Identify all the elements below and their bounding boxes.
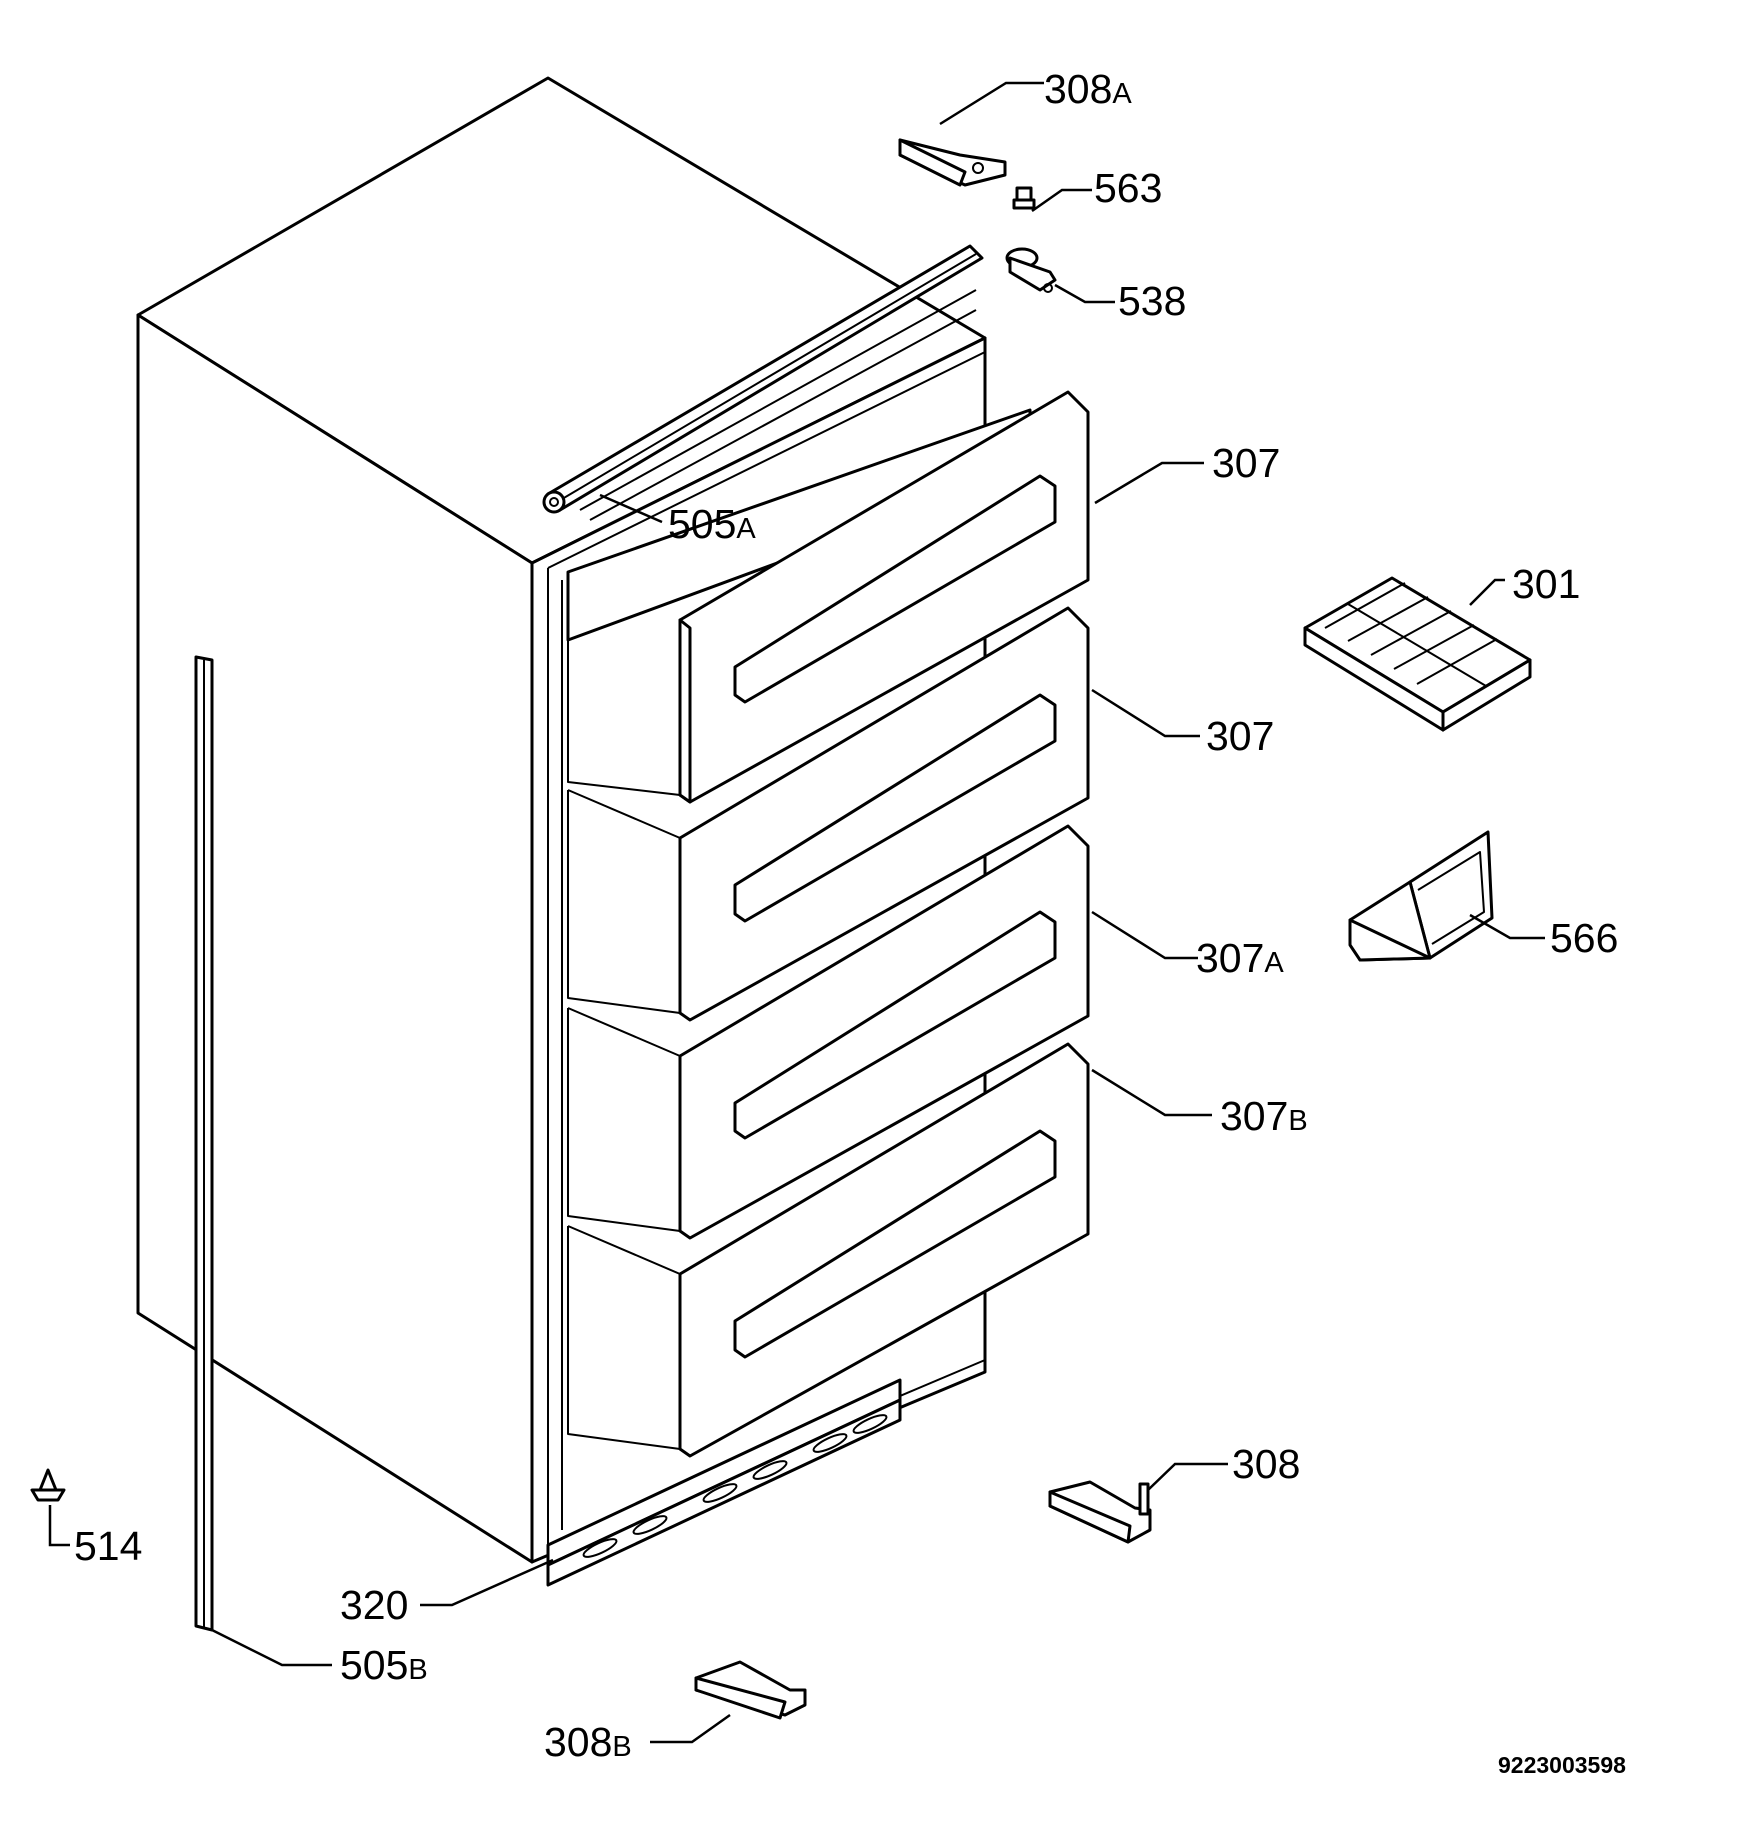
- label-563: 563: [1094, 165, 1162, 211]
- door-seal-side: [194, 655, 214, 1632]
- drawer-3: [567, 824, 1090, 1240]
- label-307b: 307B: [1220, 1093, 1308, 1139]
- label-566: 566: [1550, 915, 1618, 961]
- label-320: 320: [340, 1582, 408, 1628]
- label-307-top: 307: [1212, 440, 1280, 486]
- label-538: 538: [1118, 278, 1186, 324]
- kick-plate: [546, 1378, 902, 1587]
- ice-scoop: [1348, 830, 1494, 962]
- ice-cube-tray: [1303, 576, 1532, 732]
- label-505b: 505B: [340, 1642, 428, 1688]
- label-307-mid: 307: [1206, 713, 1274, 759]
- hinge-bottom: [1048, 1480, 1152, 1544]
- document-number: 9223003598: [1498, 1752, 1626, 1778]
- leader-lines: [48, 81, 1545, 1744]
- hinge-top: [898, 138, 1007, 187]
- hinge-308b: [694, 1660, 807, 1720]
- cover-538: [1005, 247, 1057, 293]
- drawer-1: [566, 390, 1090, 804]
- foot-514: [30, 1468, 66, 1502]
- label-308a: 308A: [1044, 66, 1132, 112]
- drawer-2: [567, 606, 1090, 1022]
- drawer-4: [567, 1042, 1090, 1458]
- label-308b: 308B: [544, 1719, 632, 1765]
- label-307a: 307A: [1196, 935, 1284, 981]
- label-514: 514: [74, 1523, 142, 1569]
- label-505a: 505A: [668, 501, 756, 547]
- door-seal-top: [542, 244, 984, 521]
- fitting-563: [1012, 186, 1036, 210]
- label-301: 301: [1512, 561, 1580, 607]
- label-308: 308: [1232, 1441, 1300, 1487]
